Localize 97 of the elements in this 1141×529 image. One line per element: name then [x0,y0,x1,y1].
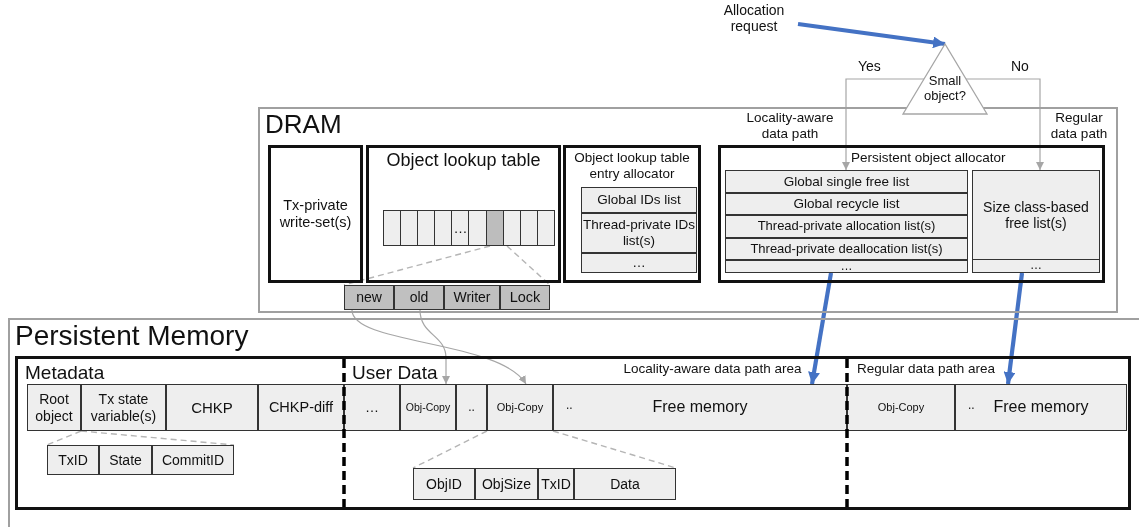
table-cell [725,215,968,238]
decision-text: Small object? [923,74,967,104]
cell-label: Lock [508,289,542,306]
table-cell [955,384,1127,431]
table-cell [500,285,550,310]
cell-label: old [408,289,430,306]
table-cell [725,170,968,193]
panel-title: Tx-private write-set(s) [278,197,353,231]
cell-label: CommitID [160,451,226,469]
cell-label: TxID [57,451,89,469]
cell-label: Free memory [652,398,748,417]
component-panel [718,145,1105,283]
table-cell [99,445,152,475]
cell-label: Global IDs list [596,192,682,208]
table-cell [725,238,968,260]
table-cell [413,468,475,500]
cell-label: .. [467,400,476,415]
cell-label: Global recycle list [792,196,901,212]
zoom-guide-line [46,430,82,446]
annotation-label: Regular data path [1049,110,1109,142]
memory-region [258,107,1118,313]
table-cell [538,468,574,500]
section-heading: Metadata [25,362,105,384]
table-cell [166,384,258,431]
table-cell [574,468,676,500]
table-cell [725,193,968,215]
panel-title: Persistent object allocator [850,150,1007,166]
table-cell [27,384,81,431]
component-panel [563,145,701,283]
annotation-label: Regular data path area [855,361,997,377]
region-title: Persistent Memory [15,321,249,352]
cell-label: … [631,255,647,271]
table-cell [81,384,166,431]
lookup-table-row [383,210,555,246]
arrow [965,78,1044,171]
table-cell [725,260,968,273]
section-heading: User Data [352,362,438,384]
table-cell [847,384,955,431]
cell-label: … [973,259,1099,272]
arrow [842,78,925,171]
decision-triangle [903,44,987,114]
memory-layout-panel [15,356,1131,510]
table-cell [487,384,553,431]
cell-label: Thread-private allocation list(s) [756,219,937,234]
table-cell [553,384,847,431]
cell-label: Obj-Copy [495,401,545,414]
table-cell [400,384,456,431]
free-list-panel [972,170,1100,273]
cell-label: Thread-private IDs list(s) [582,217,696,249]
region-title: DRAM [265,110,342,139]
cell-label: TxID [540,475,572,493]
cell-label: Obj-Copy [876,401,926,414]
zoom-guide-line [412,430,488,469]
cell-label: Obj-Copy [404,401,452,414]
panel-title: Object lookup table [385,150,542,171]
component-panel [268,145,363,283]
cell-label: CHKP-diff [267,399,335,416]
cell-label: Writer [452,289,492,306]
arrow [808,272,834,385]
panel-title: Object lookup table entry allocator [573,150,691,182]
table-cell [47,445,99,475]
cell-label: ObjSize [481,475,532,493]
cell-label: Tx state variable(s) [89,391,158,424]
table-cell [344,384,400,431]
zoom-guide-line [506,245,551,286]
request-label: Allocation request [722,2,786,35]
table-cell [581,253,697,273]
component-panel [366,145,561,283]
arrow [1003,272,1025,385]
table-cell [344,285,394,310]
cell-label: … [364,399,380,416]
cell-label: State [108,451,143,469]
ellipsis-text: … [453,219,468,237]
table-cell [258,384,344,431]
table-cell [456,384,487,431]
cell-label: Size class-based free list(s) [982,198,1090,232]
cell-label: ObjID [425,475,463,493]
table-cell [475,468,538,500]
table-cell [394,285,444,310]
cell-label: .. [566,399,573,413]
cell-label: Global single free list [782,173,911,190]
annotation-label: Locality-aware data path [745,110,835,142]
cell-label: CHKP [190,398,234,417]
arrow [797,21,946,49]
table-cell [444,285,500,310]
annotation-label: Locality-aware data path area [622,361,803,377]
cell-label: Thread-private deallocation list(s) [749,241,944,257]
zoom-guide-line [552,430,677,469]
cell-label: Data [609,475,641,493]
cell-label: Free memory [993,398,1089,417]
cell-label: Root object [34,391,74,424]
memory-region [8,318,1139,527]
cell-label: new [355,289,383,306]
cell-label: … [839,259,854,274]
cell-label: .. [968,399,975,413]
table-cell [581,187,697,213]
table-cell [152,445,234,475]
